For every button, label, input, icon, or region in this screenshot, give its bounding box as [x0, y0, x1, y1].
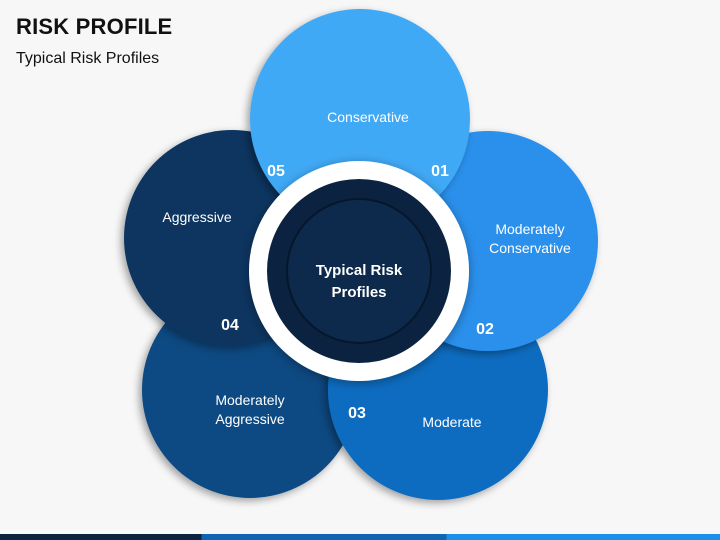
petal-number-05: 05 — [267, 163, 285, 180]
center-disc-inner — [286, 198, 432, 344]
petal-label-04-line2: Aggressive — [215, 411, 284, 427]
center-label-line2: Profiles — [331, 284, 386, 301]
bottom-accent-bar — [0, 534, 720, 540]
petal-circle-01 — [250, 9, 470, 229]
petal-label-02-line2: Conservative — [489, 240, 571, 256]
petal-label-03: Moderate — [422, 414, 481, 430]
center-label-line1: Typical Risk — [316, 262, 403, 279]
page-title: RISK PROFILE — [16, 14, 173, 39]
petal-number-03: 03 — [348, 405, 366, 422]
page-subtitle: Typical Risk Profiles — [16, 50, 160, 67]
petal-number-01: 01 — [431, 163, 449, 180]
petal-label-04-line1: Moderately — [215, 392, 284, 408]
petal-label-05: Aggressive — [162, 209, 231, 225]
petal-label-02-line1: Moderately — [495, 221, 564, 237]
petal-number-02: 02 — [476, 321, 494, 338]
petal-number-04: 04 — [221, 317, 239, 334]
petal-label-01: Conservative — [327, 109, 409, 125]
